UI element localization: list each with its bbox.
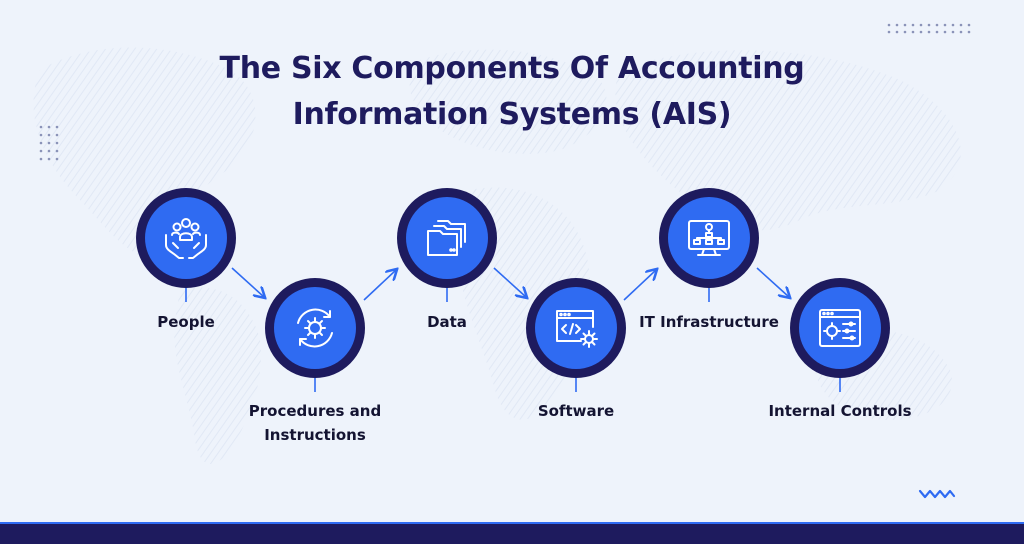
- component-label-it-infrastructure: IT Infrastructure: [639, 313, 779, 331]
- icon-ring: [790, 278, 890, 378]
- folders-icon: [427, 220, 466, 256]
- wave-decoration: [918, 489, 956, 499]
- dot-grid-decoration: [887, 23, 971, 34]
- component-label-data: Data: [427, 313, 467, 331]
- component-label-internal-controls: Internal Controls: [768, 402, 912, 420]
- control-panel-icon: [819, 309, 861, 347]
- component-data: [397, 188, 497, 288]
- component-it-infrastructure: [659, 188, 759, 288]
- icon-ring: [526, 278, 626, 378]
- arrow-4: [623, 270, 656, 301]
- icon-ring: [136, 188, 236, 288]
- arrow-3: [493, 267, 526, 297]
- dot-grid-decoration: [39, 125, 59, 161]
- arrow-2: [363, 270, 396, 301]
- arrow-5: [756, 267, 789, 297]
- component-procedures: [265, 278, 365, 378]
- code-window-gear-icon: [556, 310, 598, 348]
- icon-ring: [397, 188, 497, 288]
- footer-bar: [0, 524, 1024, 544]
- people-in-hands-icon: [165, 218, 207, 259]
- component-internal-controls: [790, 278, 890, 378]
- page-title: The Six Components Of Accounting Informa…: [0, 46, 1024, 138]
- icon-ring: [265, 278, 365, 378]
- gear-cycle-icon: [297, 308, 333, 348]
- icon-ring: [659, 188, 759, 288]
- network-monitor-icon: [688, 220, 730, 256]
- component-people: [136, 188, 236, 288]
- component-software: [526, 278, 626, 378]
- component-label-procedures: Procedures and Instructions: [248, 402, 382, 444]
- component-label-software: Software: [537, 402, 615, 420]
- component-label-people: People: [157, 313, 215, 331]
- arrow-1: [231, 267, 264, 297]
- title-line-2: Information Systems (AIS): [292, 97, 732, 132]
- title-line-1: The Six Components Of Accounting: [219, 51, 805, 86]
